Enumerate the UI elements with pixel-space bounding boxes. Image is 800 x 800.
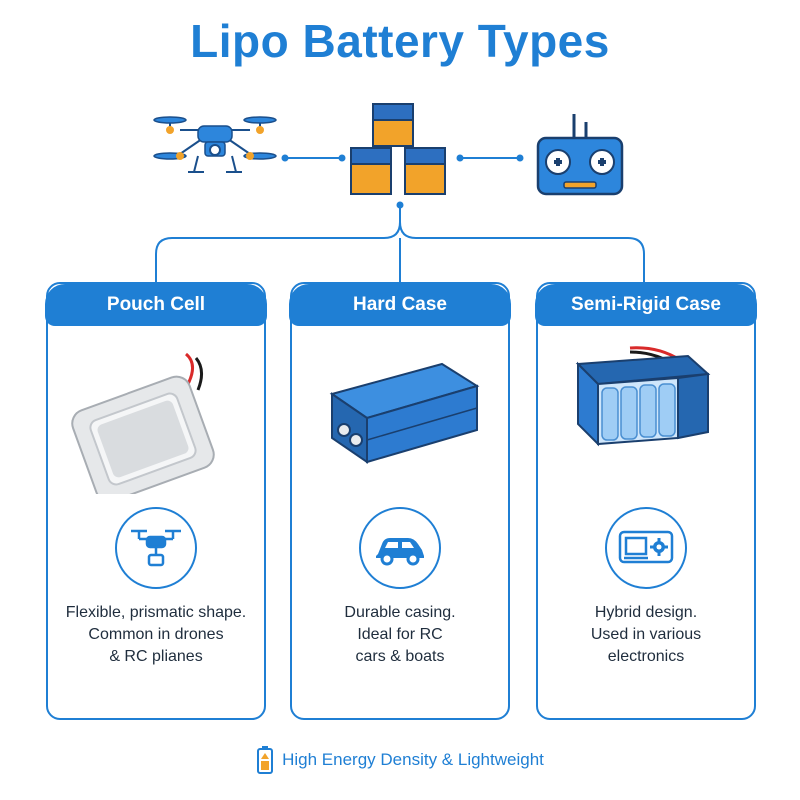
card-hard-case: Hard Case Durable casing. Ideal for RC c… — [289, 282, 511, 720]
footer-text: High Energy Density & Lightweight — [282, 750, 544, 769]
card-header: Semi-Rigid Case — [535, 284, 757, 326]
hard-case-illustration — [329, 362, 480, 464]
icon-circle — [115, 507, 197, 589]
page-title: Lipo Battery Types — [190, 15, 610, 67]
card-semi-rigid-case: Semi-Rigid Case Hybrid design. Use — [535, 282, 757, 720]
footer: High Energy Density & Lightweight — [0, 745, 800, 775]
car-icon — [376, 538, 424, 566]
drone-icon — [131, 529, 181, 567]
icon-circle — [605, 507, 687, 589]
battery-charge-icon — [257, 746, 274, 774]
battery-cells-icon — [350, 103, 446, 195]
semi-rigid-case-illustration — [575, 346, 711, 447]
drone-icon — [153, 116, 277, 173]
card-description: Durable casing. Ideal for RC cars & boat… — [344, 604, 456, 665]
electronics-panel-icon — [618, 530, 674, 564]
card-description: Flexible, prismatic shape. Common in dro… — [65, 604, 247, 665]
card-pouch-cell: Pouch Cell Flexible, prismatic shape. Co… — [45, 282, 267, 720]
card-header: Pouch Cell — [45, 284, 267, 326]
card-header: Hard Case — [289, 284, 511, 326]
icon-circle — [359, 507, 441, 589]
pouch-cell-illustration — [71, 352, 215, 494]
rc-controller-icon — [536, 114, 624, 196]
card-description: Hybrid design. Used in various electroni… — [590, 604, 702, 665]
